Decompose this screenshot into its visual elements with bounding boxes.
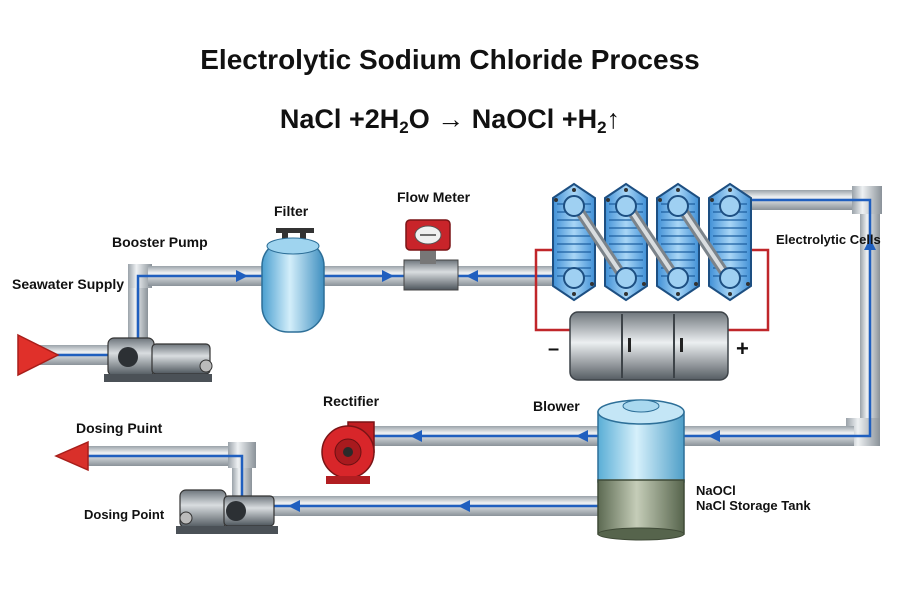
eq-plus2: + — [561, 104, 578, 134]
flow-meter-label: Flow Meter — [397, 189, 471, 205]
eq-plus1: + — [348, 104, 365, 134]
eq-arrow: → — [437, 104, 465, 134]
arrow-right-icon — [236, 270, 248, 282]
flow-meter — [403, 219, 459, 291]
storage-tank — [597, 399, 685, 541]
electrolytic-cells — [552, 182, 752, 302]
cell-port — [615, 195, 637, 217]
cell-port — [563, 195, 585, 217]
arrow-left-icon — [410, 430, 422, 442]
cell-port — [667, 267, 689, 289]
cell-port — [563, 267, 585, 289]
dosing-puint-label: Dosing Puint — [76, 420, 163, 436]
power-wires — [534, 248, 770, 332]
direction-arrows — [236, 238, 876, 512]
blower-fan — [321, 421, 375, 484]
arrow-right-icon — [382, 270, 394, 282]
arrow-left-icon — [466, 270, 478, 282]
filter-vessel — [261, 228, 325, 333]
arrow-up-icon — [864, 238, 876, 250]
booster-pump-label: Booster Pump — [112, 234, 208, 250]
chemical-equation: NaCl +2H2O → NaOCl +H2↑ — [0, 104, 900, 138]
arrow-left-icon — [458, 500, 470, 512]
eq-product2: H2↑ — [577, 104, 621, 137]
seawater-supply-label: Seawater Supply — [12, 276, 125, 292]
cell-port — [615, 267, 637, 289]
minus-terminal-label: – — [548, 338, 560, 360]
outlet-arrow-icon — [54, 440, 89, 472]
filter-label: Filter — [274, 203, 309, 219]
plus-terminal-label: + — [736, 336, 749, 361]
inlet-arrow-icon — [17, 333, 60, 377]
diagram-title: Electrolytic Sodium Chloride Process — [200, 44, 700, 75]
eq-product1: NaOCl — [471, 104, 555, 134]
electrolytic-cells-label: Electrolytic Cells — [776, 232, 881, 247]
tank-label-line2: NaCl Storage Tank — [696, 498, 811, 513]
rectifier-unit — [569, 311, 729, 381]
eq-reactant2: 2H2O — [364, 104, 430, 137]
tank-label-line1: NaOCl — [696, 483, 736, 498]
arrow-left-icon — [576, 430, 588, 442]
dosing-pump — [176, 489, 278, 534]
rectifier-label: Rectifier — [323, 393, 380, 409]
arrow-left-icon — [708, 430, 720, 442]
cell-port — [667, 195, 689, 217]
booster-pump — [104, 337, 213, 382]
eq-reactant1: NaCl — [279, 104, 342, 134]
cell-port — [719, 195, 741, 217]
dosing-point-label: Dosing Point — [84, 507, 165, 522]
arrow-left-icon — [288, 500, 300, 512]
blower-label: Blower — [533, 398, 580, 414]
cell-port — [719, 267, 741, 289]
